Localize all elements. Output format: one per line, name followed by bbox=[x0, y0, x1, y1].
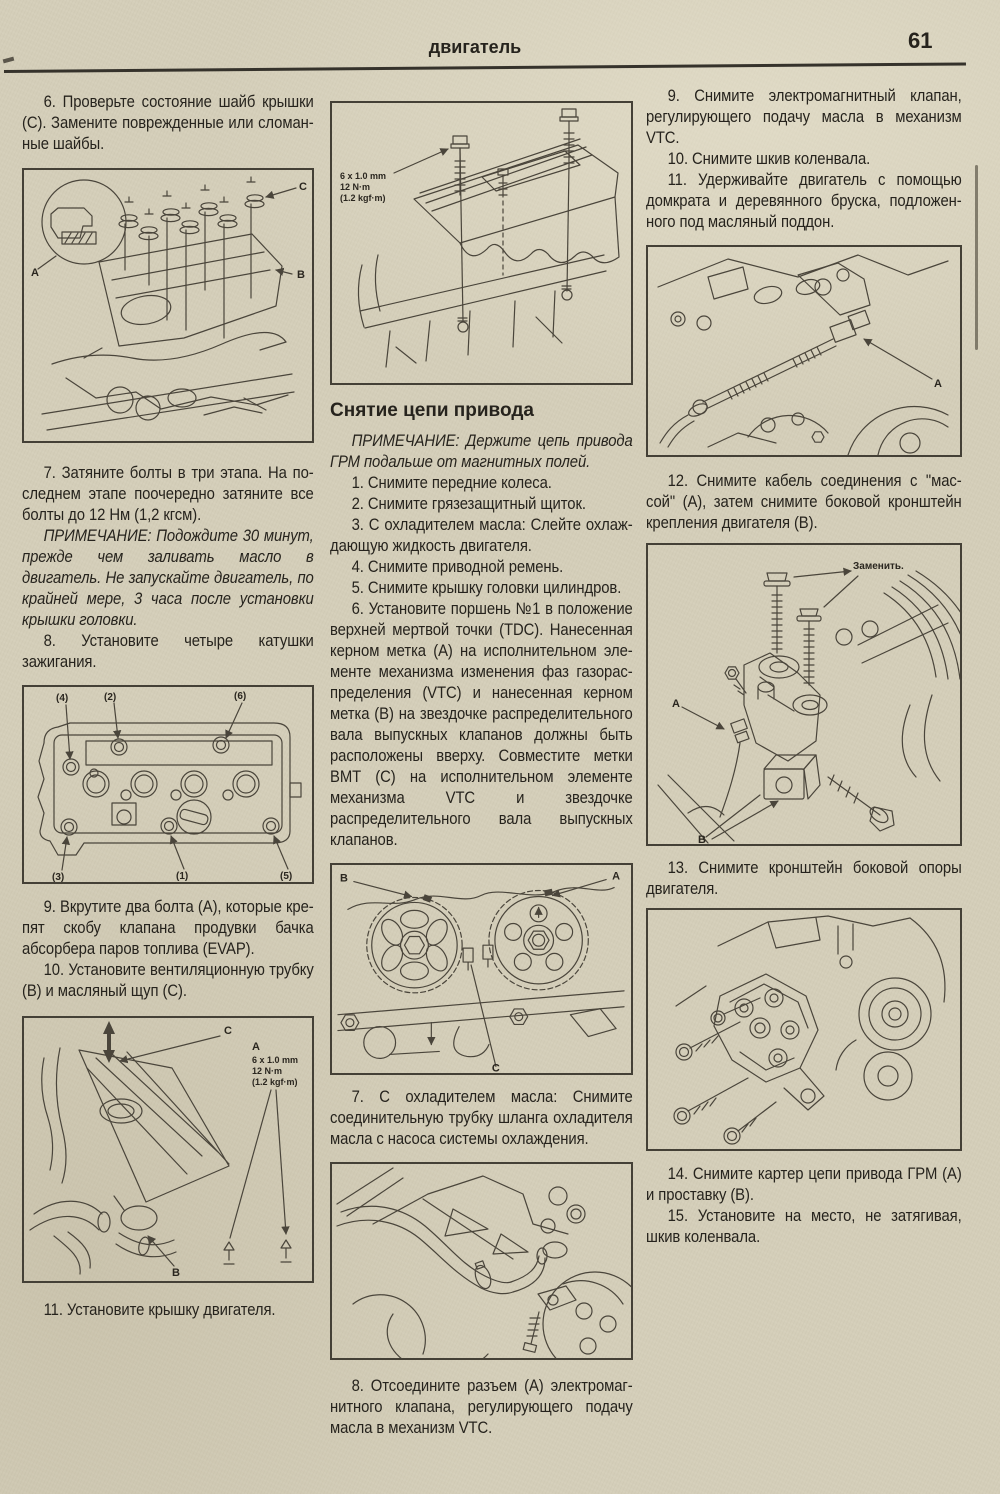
fig-label-a: A bbox=[252, 1041, 260, 1053]
fig-replace-label: Заменить. bbox=[853, 561, 904, 572]
step-12: 12. Снимите кабель соединения с "мас­сой… bbox=[646, 472, 962, 532]
fig-label-b: B bbox=[340, 873, 348, 885]
fig-label-a: A bbox=[31, 267, 39, 279]
fig-label-c: C bbox=[492, 1062, 500, 1073]
figure-mount-bolts: Заменить. A B bbox=[646, 543, 962, 846]
step-8: 8. Установите четыре катушки зажигания. bbox=[22, 632, 314, 671]
scan-artifact bbox=[975, 165, 978, 350]
step-13: 13. Снимите кронштейн боковой опоры двиг… bbox=[646, 859, 962, 898]
figure-bolt-sequence: (4) (2) (6) (3) (1) (5) bbox=[22, 685, 314, 884]
figure-valve-cover-washers: A B C bbox=[22, 168, 314, 443]
fig-label-b: B bbox=[297, 269, 305, 281]
step-6: 6. Проверьте состояние шайб крышки (С). … bbox=[22, 93, 314, 153]
step-15: 15. Установите на место, не затягивая, ш… bbox=[646, 1207, 962, 1246]
step-10: 10. Снимите шкив коленвала. bbox=[667, 150, 871, 168]
step-7: 7. С охладителем масла: Снимите соеди­ни… bbox=[330, 1088, 633, 1148]
figure-engine-cover-bolts: 6 x 1.0 mm 12 N·m (1.2 kgf·m) bbox=[330, 101, 633, 385]
step-11: 11. Удерживайте двигатель с помощью домк… bbox=[646, 171, 962, 231]
step-9: 9. Вкрутите два болта (А), которые кре­п… bbox=[22, 898, 314, 958]
step-11: 11. Установите крышку двигателя. bbox=[43, 1301, 276, 1319]
step-5: 5. Снимите крышку головки цилиндров. bbox=[351, 579, 622, 597]
left-column: 6. Проверьте состояние шайб крышки (С). … bbox=[22, 92, 314, 1321]
step-7: 7. Затяните болты в три этапа. На по­сле… bbox=[22, 464, 314, 524]
fig-label-a: A bbox=[934, 378, 942, 390]
seq-label-4: (4) bbox=[56, 693, 68, 704]
step-14: 14. Снимите картер цепи привода ГРМ (А) … bbox=[646, 1165, 962, 1204]
seq-label-1: (1) bbox=[176, 871, 188, 882]
step-8: 8. Отсоедините разъем (А) электромаг­нит… bbox=[330, 1377, 633, 1437]
fig-label-c: C bbox=[224, 1025, 232, 1037]
fig-label-c: C bbox=[299, 181, 307, 193]
fig-label-b: B bbox=[172, 1267, 180, 1279]
fig-label-a: A bbox=[672, 698, 680, 710]
section-heading: Снятие цепи привода bbox=[330, 400, 534, 421]
fig-spec-torque2: (1.2 kgf·m) bbox=[252, 1077, 298, 1087]
figure-side-mount-bracket bbox=[646, 908, 962, 1151]
fig-spec-size: 6 x 1.0 mm bbox=[340, 171, 386, 181]
fig-spec-torque: 12 N·m bbox=[340, 182, 370, 192]
seq-label-6: (6) bbox=[234, 691, 246, 702]
seq-label-3: (3) bbox=[52, 872, 64, 882]
seq-label-5: (5) bbox=[280, 871, 292, 882]
note-chain: ПРИМЕЧАНИЕ: Держите цепь привода ГРМ под… bbox=[330, 432, 633, 471]
page-number: 61 bbox=[908, 28, 933, 53]
fig-spec-torque: 12 N·m bbox=[252, 1066, 282, 1076]
step-9: 9. Снимите электромагнитный клапан, регу… bbox=[646, 87, 962, 147]
page-header-title: двигатель bbox=[428, 37, 522, 57]
fig-label-b: B bbox=[698, 834, 706, 844]
step-3: 3. С охладителем масла: Слейте охлаж­даю… bbox=[330, 516, 633, 555]
seq-label-2: (2) bbox=[104, 692, 116, 703]
figure-ground-cable: A bbox=[646, 245, 962, 457]
note-7: ПРИМЕЧАНИЕ: Подождите 30 минут, прежде ч… bbox=[22, 527, 314, 629]
middle-column: 6 x 1.0 mm 12 N·m (1.2 kgf·m) Снятие цеп… bbox=[330, 92, 633, 1439]
step-6: 6. Установите поршень №1 в положение вер… bbox=[330, 600, 633, 849]
step-10: 10. Установите вентиляционную трубку (В)… bbox=[22, 961, 314, 1000]
header-rule bbox=[3, 62, 966, 73]
step-1: 1. Снимите передние колеса. bbox=[351, 474, 552, 492]
step-2: 2. Снимите грязезащитный щиток. bbox=[351, 495, 586, 513]
step-4: 4. Снимите приводной ремень. bbox=[351, 558, 564, 576]
figure-cam-sprockets: B A C bbox=[330, 863, 633, 1075]
fig-label-a: A bbox=[612, 871, 620, 883]
right-column: 9. Снимите электромагнитный клапан, регу… bbox=[646, 86, 962, 1248]
fig-spec-size: 6 x 1.0 mm bbox=[252, 1055, 298, 1065]
figure-oil-cooler-hose bbox=[330, 1162, 633, 1360]
fig-spec-torque2: (1.2 kgf·m) bbox=[340, 193, 386, 203]
figure-vent-tube: C A 6 x 1.0 mm 12 N·m (1.2 kgf·m) B bbox=[22, 1016, 314, 1283]
